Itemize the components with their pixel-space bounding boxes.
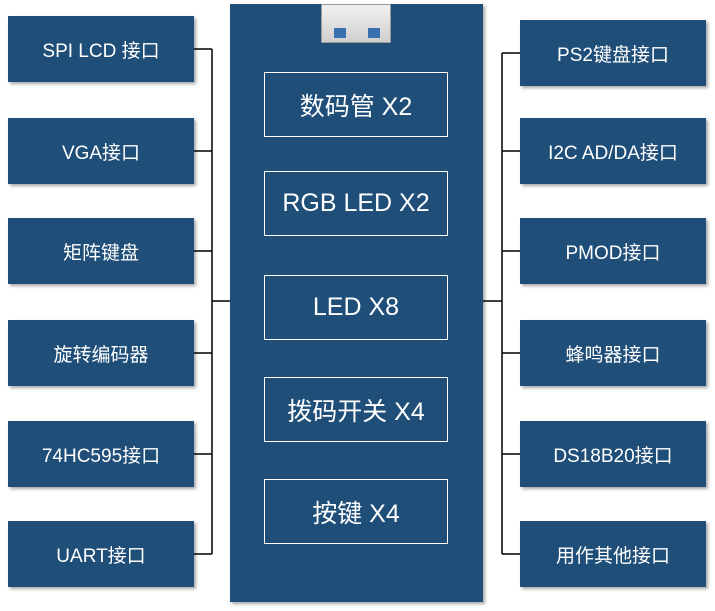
right-interface-ds18b20: DS18B20接口 [520, 421, 706, 487]
left-interface-matrix-keypad: 矩阵键盘 [8, 218, 194, 284]
usb-pin-icon [334, 28, 346, 38]
usb-pin-icon [368, 28, 380, 38]
board-component-rgb-led: RGB LED X2 [264, 171, 448, 236]
board-component-dip-switch: 拨码开关 X4 [264, 377, 448, 442]
board-component-led: LED X8 [264, 275, 448, 340]
right-interface-other: 用作其他接口 [520, 521, 706, 587]
board-component-seven-segment: 数码管 X2 [264, 72, 448, 137]
usb-connector-icon [321, 4, 391, 43]
board-component-button: 按键 X4 [264, 479, 448, 544]
left-interface-spi-lcd: SPI LCD 接口 [8, 16, 194, 82]
left-interface-74hc595: 74HC595接口 [8, 421, 194, 487]
left-interface-rotary-encoder: 旋转编码器 [8, 320, 194, 386]
right-interface-pmod: PMOD接口 [520, 218, 706, 284]
left-interface-uart: UART接口 [8, 521, 194, 587]
right-interface-ps2: PS2键盘接口 [520, 20, 706, 86]
right-interface-i2c-adda: I2C AD/DA接口 [520, 118, 706, 184]
fpga-board [230, 4, 483, 602]
left-interface-vga: VGA接口 [8, 118, 194, 184]
right-interface-buzzer: 蜂鸣器接口 [520, 320, 706, 386]
